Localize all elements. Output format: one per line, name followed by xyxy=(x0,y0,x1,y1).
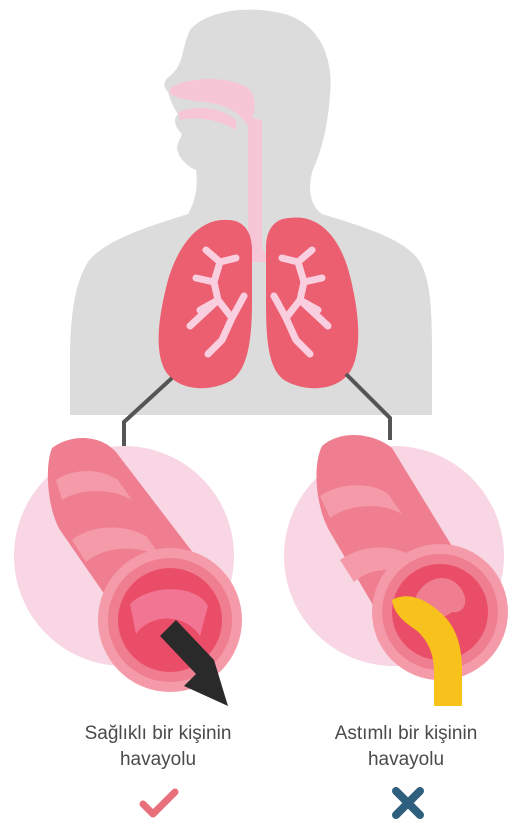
asthma-caption-line2: havayolu xyxy=(296,747,516,773)
healthy-airway-caption: Sağlıklı bir kişinin havayolu xyxy=(48,721,268,773)
asthma-airway-illustration xyxy=(284,435,508,706)
healthy-airway-illustration xyxy=(14,438,242,706)
healthy-caption-line2: havayolu xyxy=(48,747,268,773)
healthy-caption-line1: Sağlıklı bir kişinin xyxy=(48,721,268,747)
asthma-caption-line1: Astımlı bir kişinin xyxy=(296,721,516,747)
cross-icon xyxy=(388,785,428,821)
asthma-airway-caption: Astımlı bir kişinin havayolu xyxy=(296,721,516,773)
check-icon xyxy=(139,785,179,821)
